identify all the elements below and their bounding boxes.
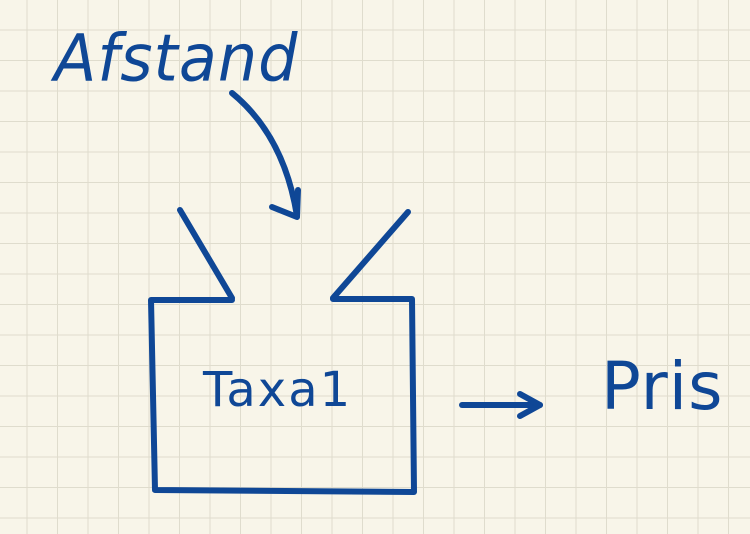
funnel-right [330,209,411,301]
input-arrow-head [269,187,301,220]
input-label: Afstand [54,19,299,97]
input-arrow [229,90,300,219]
funnel-left [177,207,235,301]
process-box [148,296,417,495]
process-label: Taxa1 [203,362,353,418]
output-arrow-head [517,391,543,419]
output-label: Pris [601,348,724,425]
